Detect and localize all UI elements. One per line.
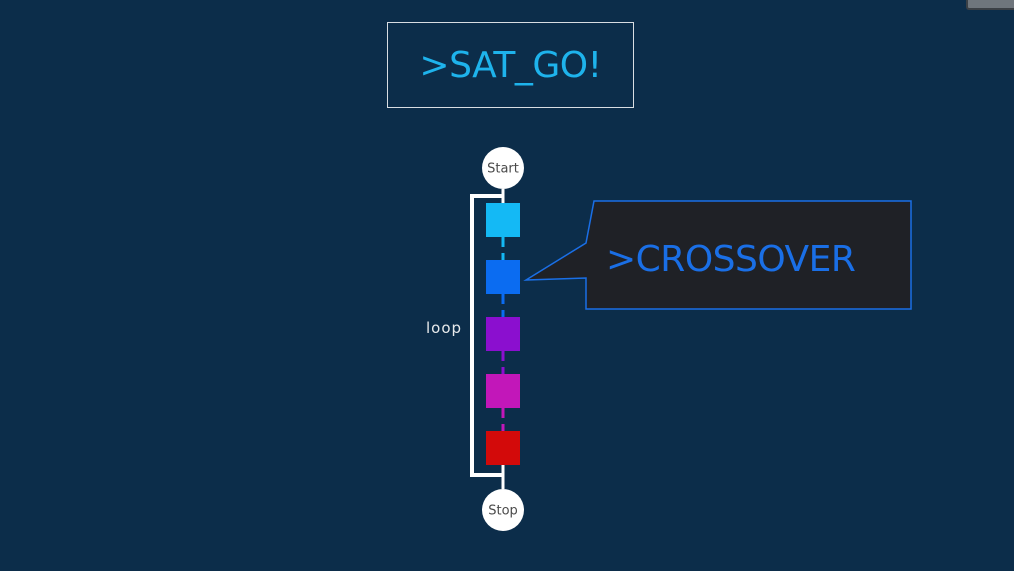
loop-label: loop (426, 319, 462, 337)
step-block-1[interactable] (486, 203, 520, 237)
crossover-callout[interactable]: >CROSSOVER (523, 200, 912, 310)
stop-node[interactable]: Stop (482, 489, 524, 531)
step-blocks (486, 203, 520, 465)
stop-label: Stop (488, 504, 518, 519)
title-box: >SAT_GO! (387, 22, 634, 108)
step-block-5[interactable] (486, 431, 520, 465)
callout-label: >CROSSOVER (606, 239, 855, 280)
step-block-4[interactable] (486, 374, 520, 408)
loop-bracket (470, 194, 503, 477)
window-corner-handle[interactable] (966, 0, 1014, 10)
step-block-3[interactable] (486, 317, 520, 351)
step-block-2[interactable] (486, 260, 520, 294)
page-title: >SAT_GO! (419, 44, 602, 86)
start-node[interactable]: Start (482, 147, 524, 189)
start-label: Start (487, 162, 519, 177)
callout-bubble (523, 200, 912, 310)
